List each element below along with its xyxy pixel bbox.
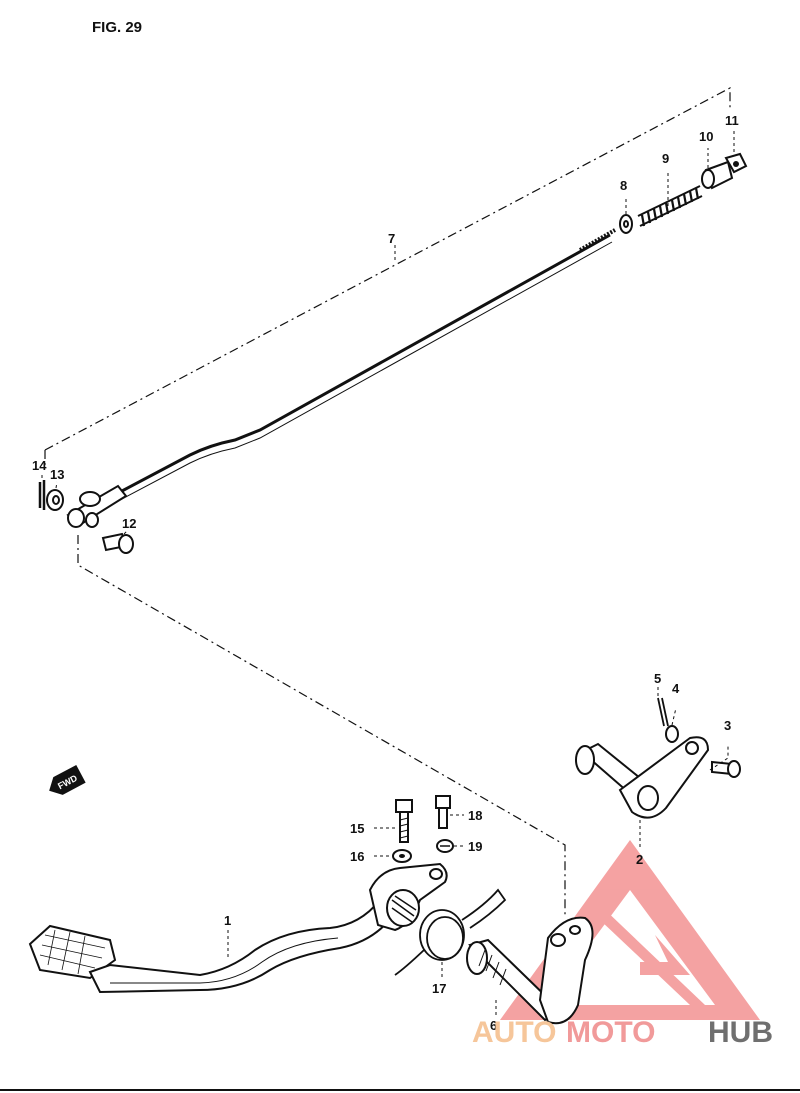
bolt-18 — [435, 795, 451, 829]
callout-6: 6 — [490, 1018, 497, 1033]
callout-12: 12 — [122, 516, 136, 531]
watermark-hub: HUB — [708, 1016, 773, 1049]
callout-3: 3 — [724, 718, 731, 733]
washer-8 — [619, 214, 633, 234]
cotter-pin-14 — [38, 480, 46, 510]
callout-9: 9 — [662, 151, 669, 166]
pedal-shaft-6 — [466, 916, 594, 1025]
nut-16 — [392, 849, 412, 863]
callout-2: 2 — [636, 852, 643, 867]
spring-9 — [637, 185, 703, 227]
washer-13 — [46, 489, 64, 511]
callout-16: 16 — [350, 849, 364, 864]
rod-clevis — [66, 484, 128, 528]
forward-arrow-icon: FWD — [49, 764, 86, 795]
bolt-3 — [711, 760, 741, 778]
callout-11: 11 — [725, 113, 739, 128]
cam-lever-2 — [575, 736, 710, 819]
callout-18: 18 — [468, 808, 482, 823]
callout-19: 19 — [468, 839, 482, 854]
assembly-outline-top — [44, 87, 731, 451]
assembly-outline-bottom — [77, 535, 566, 915]
adjuster-nut-11 — [724, 152, 748, 174]
watermark-auto: AUTO — [472, 1016, 556, 1049]
callout-5: 5 — [654, 671, 661, 686]
leader-lines — [41, 130, 735, 1015]
cotter-pin-5 — [657, 697, 669, 727]
washer-4 — [665, 725, 679, 743]
callout-13: 13 — [50, 467, 64, 482]
pivot-bolt-15 — [395, 799, 413, 843]
watermark-text: AUTO MOTO HUB — [472, 1016, 773, 1049]
watermark-moto: MOTO — [566, 1016, 655, 1049]
brake-pedal-1 — [28, 862, 448, 994]
callout-7: 7 — [388, 231, 395, 246]
joint-10 — [701, 160, 734, 190]
brake-rod — [119, 228, 616, 501]
clevis-pin — [101, 532, 134, 554]
callout-15: 15 — [350, 821, 364, 836]
callout-10: 10 — [699, 129, 713, 144]
callout-14: 14 — [32, 458, 47, 473]
figure-title: FIG. 29 — [92, 19, 142, 36]
callout-8: 8 — [620, 178, 627, 193]
callout-4: 4 — [672, 681, 680, 696]
callout-17: 17 — [432, 981, 446, 996]
washer-19 — [436, 839, 454, 853]
callout-1: 1 — [224, 913, 231, 928]
return-spring-17 — [394, 888, 507, 976]
